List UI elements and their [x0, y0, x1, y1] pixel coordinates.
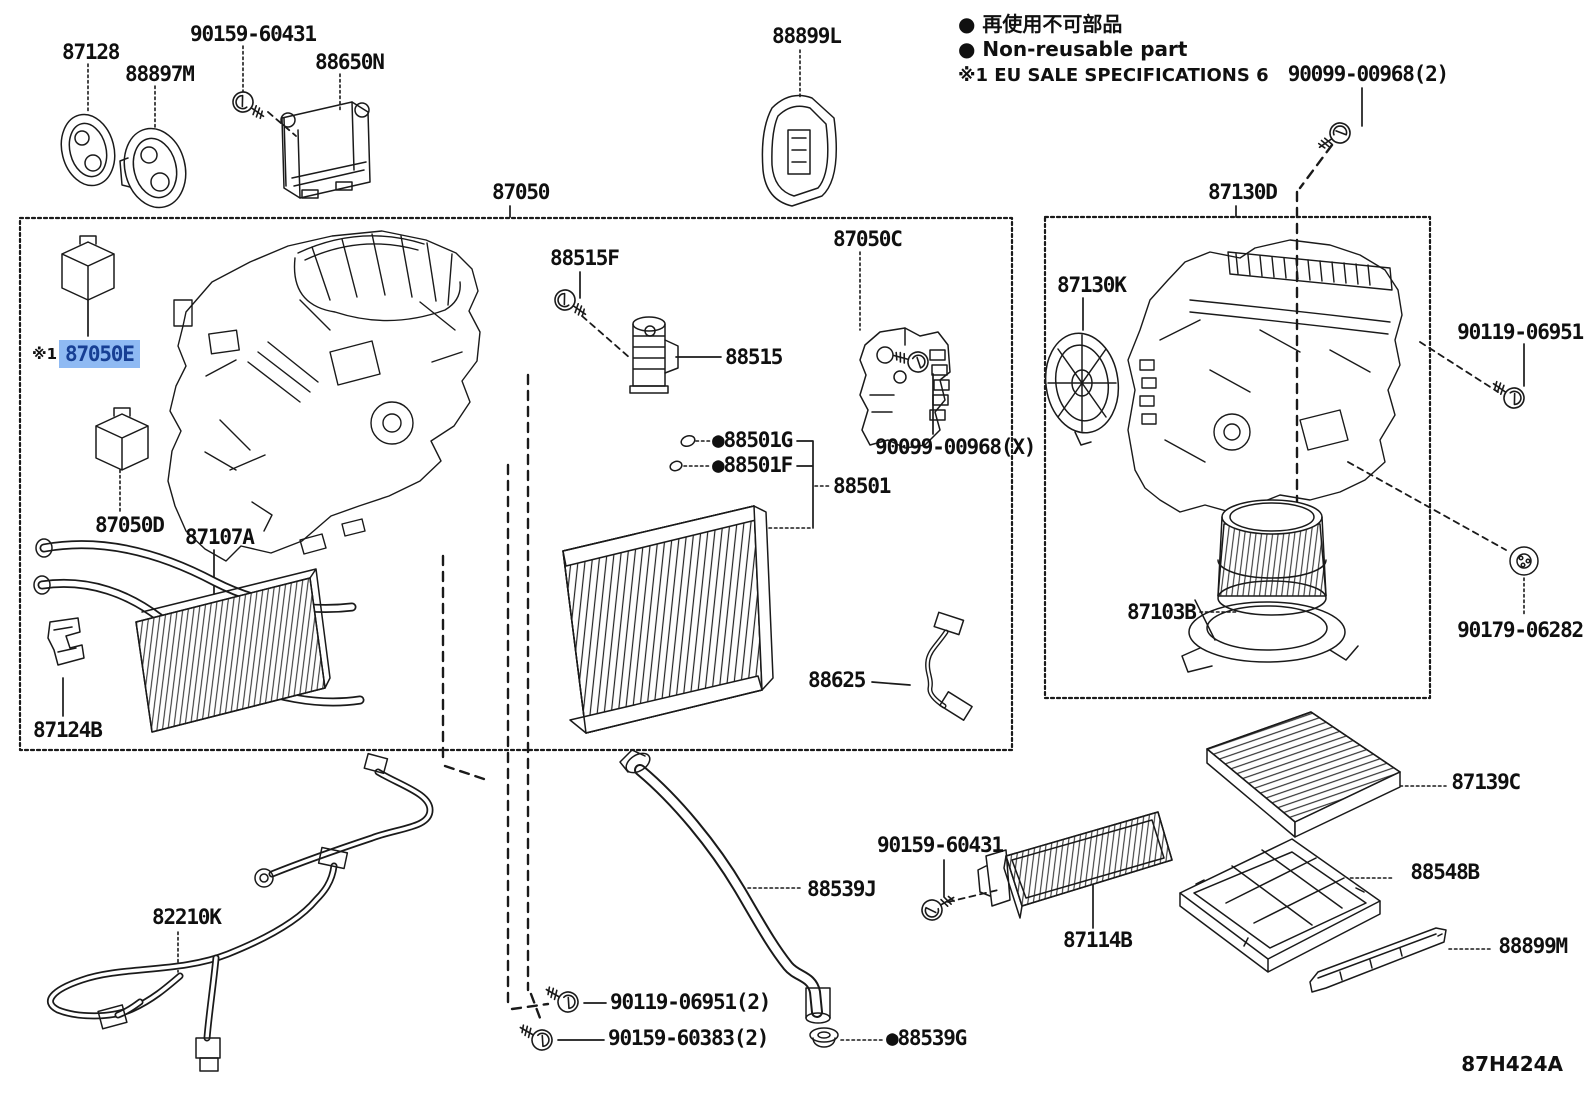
leader-lines-dotted — [87, 45, 1525, 1041]
legend: ● 再使用不可部品 ● Non-reusable part ※1 EU SALE… — [958, 12, 1269, 86]
oring-88501F — [669, 460, 683, 472]
part-drawing-88650N — [280, 101, 371, 199]
part-label-90179-06282[interactable]: 90179-06282 — [1457, 618, 1584, 642]
part-drawing-88515 — [629, 316, 679, 394]
part-drawing-87124B — [47, 617, 85, 666]
screw-90159-60431-top — [228, 87, 271, 126]
part-label-90099-00968-2[interactable]: 90099-00968(2) — [1287, 62, 1449, 86]
part-label-88501[interactable]: 88501 — [833, 474, 891, 498]
part-label-87107A[interactable]: 87107A — [185, 525, 255, 549]
part-drawing-87128 — [60, 113, 116, 187]
part-label-88515F[interactable]: 88515F — [550, 246, 620, 270]
bullet-icon: ● — [958, 12, 976, 36]
assembly-box-87130D — [1043, 215, 1432, 700]
part-label-82210K[interactable]: 82210K — [152, 905, 222, 929]
part-drawing-87130K — [1044, 332, 1120, 446]
part-drawing-87130-unit — [1127, 239, 1403, 513]
part-drawing-87103B — [1181, 499, 1359, 673]
part-label-87124B[interactable]: 87124B — [33, 718, 103, 742]
part-drawing-87050C — [859, 327, 951, 449]
part-label-87114B[interactable]: 87114B — [1063, 928, 1133, 952]
screw-90099-00968-X — [890, 345, 932, 376]
part-label-87050E[interactable]: 87050E — [59, 340, 140, 368]
part-drawing-87107A — [135, 568, 331, 733]
part-label-90119-06951-2[interactable]: 90119-06951(2) — [610, 990, 771, 1014]
part-drawing-88899M — [1309, 927, 1447, 993]
highlighted-part-row: ※1 87050E — [32, 340, 140, 368]
part-label-87050[interactable]: 87050 — [492, 180, 550, 204]
part-label-90159-60431-bottom[interactable]: 90159-60431 — [877, 833, 1004, 857]
part-label-87139C[interactable]: 87139C — [1451, 770, 1521, 794]
legend-nonreusable-en: ● Non-reusable part — [958, 37, 1188, 61]
spec-mark-1: ※1 — [32, 344, 58, 363]
part-label-90159-60383-2[interactable]: 90159-60383(2) — [608, 1026, 769, 1050]
part-label-87128[interactable]: 87128 — [62, 40, 120, 64]
part-label-87103B[interactable]: 87103B — [1127, 600, 1197, 624]
part-drawing-87050-unit — [167, 230, 481, 562]
bullet-icon: ● — [958, 37, 976, 61]
construction-dashes — [441, 143, 1334, 1020]
oring-88501G — [680, 434, 696, 448]
part-label-88501G[interactable]: ●88501G — [712, 428, 793, 452]
part-label-88897M[interactable]: 88897M — [125, 62, 195, 86]
legend-nonreusable-jp: ● 再使用不可部品 — [958, 12, 1123, 36]
drawing-code: 87H424A — [1461, 1052, 1563, 1076]
part-label-88515[interactable]: 88515 — [725, 345, 783, 369]
part-label-88625[interactable]: 88625 — [808, 668, 866, 692]
legend-eu-note: ※1 EU SALE SPECIFICATIONS 6 — [958, 65, 1269, 86]
part-label-87050C[interactable]: 87050C — [833, 227, 903, 251]
part-label-90099-00968-X[interactable]: 90099-00968(X) — [875, 435, 1036, 459]
part-label-87050D[interactable]: 87050D — [95, 513, 165, 537]
screw-88515F — [550, 285, 593, 324]
part-drawing-87114B — [977, 811, 1173, 919]
part-label-88650N[interactable]: 88650N — [315, 50, 385, 74]
screw-90159-60383-2 — [514, 1018, 557, 1055]
part-drawing-88625 — [925, 611, 973, 721]
part-drawing-87050D — [95, 407, 149, 471]
part-drawing-88548B — [1179, 838, 1381, 973]
part-label-88899M[interactable]: 88899M — [1498, 934, 1568, 958]
screw-90119-06951-2 — [540, 980, 583, 1017]
screw-90119-06951-right — [1486, 374, 1529, 413]
assembly-box-87050 — [18, 216, 1014, 752]
part-label-87130K[interactable]: 87130K — [1057, 273, 1127, 297]
part-drawing-88899L — [761, 94, 838, 207]
part-drawing-82210K — [47, 752, 434, 1072]
part-drawing-87050E — [61, 235, 115, 301]
leader-lines-solid — [62, 87, 1525, 1041]
part-drawing-87139C — [1206, 711, 1401, 838]
screw-90159-60431-bottom — [917, 888, 960, 925]
screw-90099-00968-2 — [1312, 118, 1355, 157]
part-drawing-88501 — [562, 505, 774, 734]
part-label-90159-60431-top[interactable]: 90159-60431 — [190, 22, 317, 46]
part-drawing-88539J — [619, 749, 831, 1024]
part-label-88899L[interactable]: 88899L — [772, 24, 842, 48]
part-label-87130D[interactable]: 87130D — [1208, 180, 1278, 204]
part-label-90119-06951[interactable]: 90119-06951 — [1457, 320, 1584, 344]
part-drawing-88897M — [119, 127, 187, 209]
part-label-88539J[interactable]: 88539J — [807, 877, 877, 901]
screw-dashes — [267, 111, 1507, 903]
part-label-88548B[interactable]: 88548B — [1410, 860, 1480, 884]
grommet-88539G — [809, 1027, 839, 1048]
part-label-88539G[interactable]: ●88539G — [886, 1026, 967, 1050]
grommet-90179-06282 — [1509, 546, 1539, 576]
part-label-88501F[interactable]: ●88501F — [712, 453, 793, 477]
